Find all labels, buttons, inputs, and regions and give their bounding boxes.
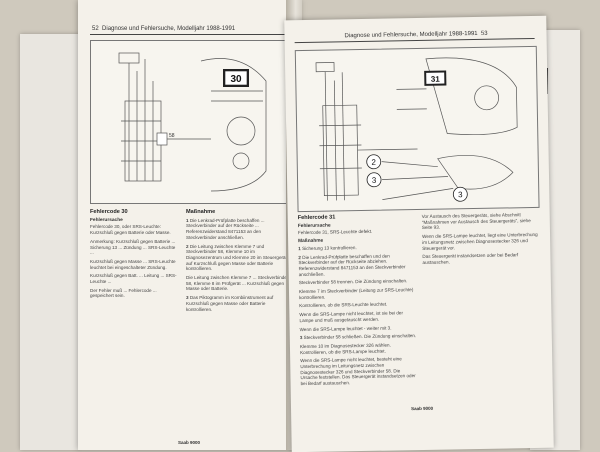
fault-code-heading: Fehlercode 31 <box>297 214 336 222</box>
fuse-box-shape <box>118 52 140 64</box>
instrument-cluster-outline <box>200 58 267 192</box>
measure-item: 2 Die Lenkrad-Prüfplatte beschaffen und … <box>298 253 406 277</box>
note-text: Anmerkung: Kurzschluß gegen Batterie ...… <box>90 238 176 256</box>
cause-text: Fehlercode 30, oder SRS-Leuchte: Kurzsch… <box>90 224 171 236</box>
left-page: 52 Diagnose und Fehlersuche, Modelljahr … <box>78 0 300 450</box>
instrument-cluster-outline <box>425 57 518 135</box>
header-rule <box>90 34 290 35</box>
callout-number: 3 <box>458 190 463 199</box>
open-circuit-note: Wenn die SRS-Lampe leuchtet, liegt eine … <box>422 232 538 251</box>
measure-item: Klemme 7 im Steckverbinder (Leitung zur … <box>298 287 414 300</box>
short-ground-text: Kurzschluß gegen Masse ... SRS-Leuchte l… <box>90 258 176 270</box>
measure-item: Steckverbinder 58 trennen. Die Zündung e… <box>298 278 408 286</box>
wiring-diagram-left: 30 58 <box>90 40 292 204</box>
connector-label: 58 <box>169 133 175 139</box>
gauge-shape <box>226 116 256 146</box>
measure-item: Wenn die SRS-Lampe nicht leuchtet, beste… <box>300 356 416 387</box>
callout-number: 3 <box>372 176 377 185</box>
measure-item: 1 Die Lenkrad-Prüfplatte beschaffen ... … <box>186 217 265 240</box>
repair-note: Das Steuergerät instandsetzen oder bei B… <box>422 252 519 265</box>
measures-heading: Maßnahme <box>186 209 216 215</box>
measure-item: 2 Die Leitung zwischen Klemme 7 und Stec… <box>186 243 287 272</box>
callout-circle <box>366 154 382 170</box>
left-col2: Maßnahme 1 Die Lenkrad-Prüfplatte bescha… <box>186 209 290 315</box>
wiring-schematic: 30 58 <box>118 52 267 192</box>
measure-item: Wenn die SRS-Lampe leuchtet - weiter mit… <box>299 325 392 332</box>
display-code: 30 <box>230 74 242 85</box>
callout-circle <box>366 172 382 188</box>
wiring-diagram-right: 31 2 3 3 <box>294 45 540 213</box>
cause-subheading: Fehlerursache <box>90 217 123 223</box>
right-page: Diagnose und Fehlersuche, Modelljahr 198… <box>284 15 554 452</box>
left-page-header-title: Diagnose und Fehlersuche, Modelljahr 198… <box>102 26 236 32</box>
measure-item: 1 Sicherung 13 kontrollieren. <box>298 244 357 251</box>
callout-number: 2 <box>371 158 376 167</box>
measure-item: 3 Das Piktogramm im Kombiinstrument auf … <box>186 295 274 312</box>
connector-detail <box>437 154 514 190</box>
left-footer: Saab 9000 <box>178 440 201 445</box>
fault-code-heading: Fehlercode 30 <box>90 209 128 215</box>
right-footer: Saab 9000 <box>411 405 434 412</box>
wiring-schematic: 31 2 3 3 <box>315 57 518 202</box>
connector-shape <box>156 132 168 146</box>
control-unit-shape <box>322 104 359 197</box>
left-page-number: 52 <box>92 26 99 32</box>
right-col1: Fehlercode 31 Fehlerursache Fehlercode 3… <box>298 214 419 390</box>
measure-item: Die Leitung zwischen Klemme 7 ... Steckv… <box>186 275 289 292</box>
header-rule <box>294 37 535 44</box>
right-page-header-title: Diagnose und Fehlersuche, Modelljahr 198… <box>344 30 478 40</box>
right-col2: Vor Austausch des Steuergeräts, siehe Ab… <box>422 212 539 269</box>
measure-item: Klemme 10 im Diagnosestecker 326 wählen.… <box>299 342 391 355</box>
measure-item: 3 Steckverbinder 58 schließen. Die Zündu… <box>299 333 417 341</box>
back-page-sheet <box>20 34 80 450</box>
right-page-number: 53 <box>480 30 488 37</box>
replace-note: Vor Austausch des Steuergeräts, siehe Ab… <box>421 212 531 231</box>
measure-item: Wenn die SRS-Lampe nicht leuchtet, ist s… <box>299 310 404 323</box>
display-code: 31 <box>431 75 441 84</box>
cause-text: Fehlercode 31, SRS-Leuchte defekt. <box>297 229 373 236</box>
measure-item: Kontrollieren, ob die SRS-Leuchte leucht… <box>299 302 388 309</box>
stored-fault-text: Der Fehler muß ... Fehlercode ... gespei… <box>90 287 157 299</box>
short-battery-text: Kurzschluß gegen Batt. ... Leitung ... S… <box>90 273 177 285</box>
callout-circle <box>452 186 468 202</box>
right-page-header: Diagnose und Fehlersuche, Modelljahr 198… <box>344 31 487 39</box>
left-page-header: 52 Diagnose und Fehlersuche, Modelljahr … <box>92 26 235 32</box>
left-col1: Fehlercode 30 Fehlerursache Fehlercode 3… <box>90 209 180 302</box>
